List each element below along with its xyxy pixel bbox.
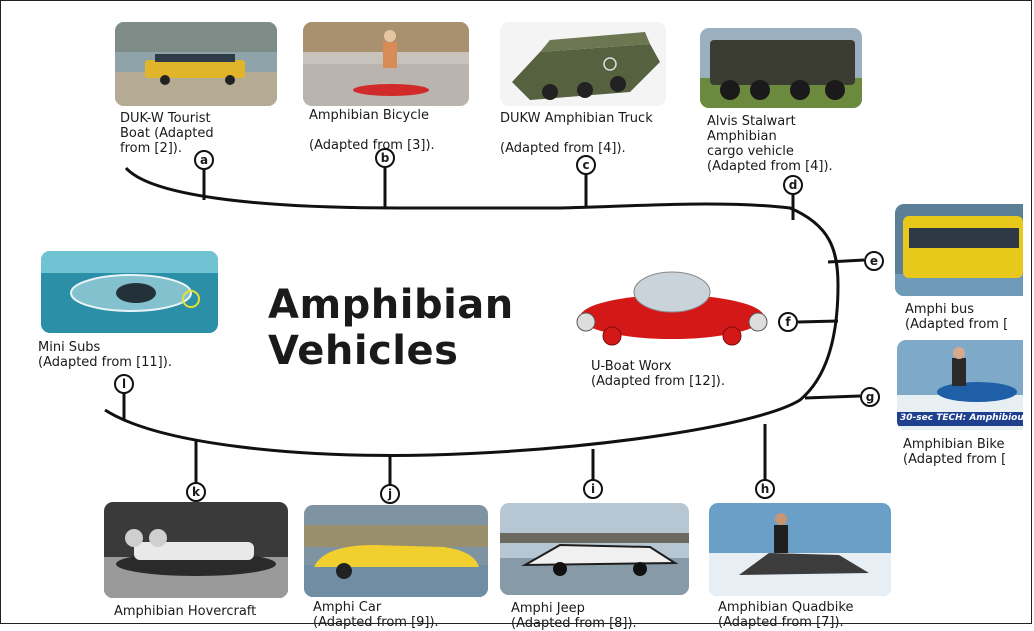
amphibian-bike-image [897,340,1023,430]
amphibian-bicycle-image [303,22,469,106]
caption-l: Mini Subs (Adapted from [11]). [38,340,172,370]
marker-d: d [783,175,803,195]
marker-l: l [114,374,134,394]
caption-e: Amphi bus (Adapted from [ [905,302,1009,332]
caption-f: U-Boat Worx (Adapted from [12]). [591,359,725,389]
diagram-title: Amphibian Vehicles [268,282,514,374]
amphi-car-image [304,505,488,597]
marker-f: f [778,312,798,332]
duk-w-tourist-boat-image [115,22,277,106]
caption-b: Amphibian Bicycle (Adapted from [3]). [309,108,435,153]
mini-subs-image [41,251,218,333]
marker-g: g [860,387,880,407]
marker-j: j [380,484,400,504]
caption-g: Amphibian Bike (Adapted from [ [903,437,1007,467]
caption-i: Amphi Jeep (Adapted from [8]). [511,601,637,631]
marker-h: h [755,479,775,499]
marker-b: b [375,148,395,168]
stem-e [827,258,865,264]
title-line-1: Amphibian [268,282,514,328]
amphi-bus-image [895,204,1023,296]
bike-image-tag: 30-sec TECH: Amphibious m [900,413,1034,423]
stem-g [804,394,861,400]
amphibian-hovercraft-image [104,502,288,598]
title-line-2: Vehicles [268,328,459,374]
u-boat-worx-image [572,262,772,357]
marker-e: e [864,251,884,271]
caption-d: Alvis Stalwart Amphibian cargo vehicle (… [707,114,833,174]
caption-k: Amphibian Hovercraft [114,604,257,619]
amphi-jeep-image [500,503,689,595]
alvis-stalwart-image [700,28,862,108]
marker-a: a [194,150,214,170]
marker-c: c [576,155,596,175]
caption-c: DUKW Amphibian Truck (Adapted from [4]). [500,111,653,156]
caption-a: DUK-W Tourist Boat (Adapted from [2]). [120,111,214,156]
stem-f [797,319,839,324]
dukw-truck-image [500,22,666,106]
marker-i: i [583,479,603,499]
marker-k: k [186,482,206,502]
amphibian-quadbike-image [709,503,891,596]
